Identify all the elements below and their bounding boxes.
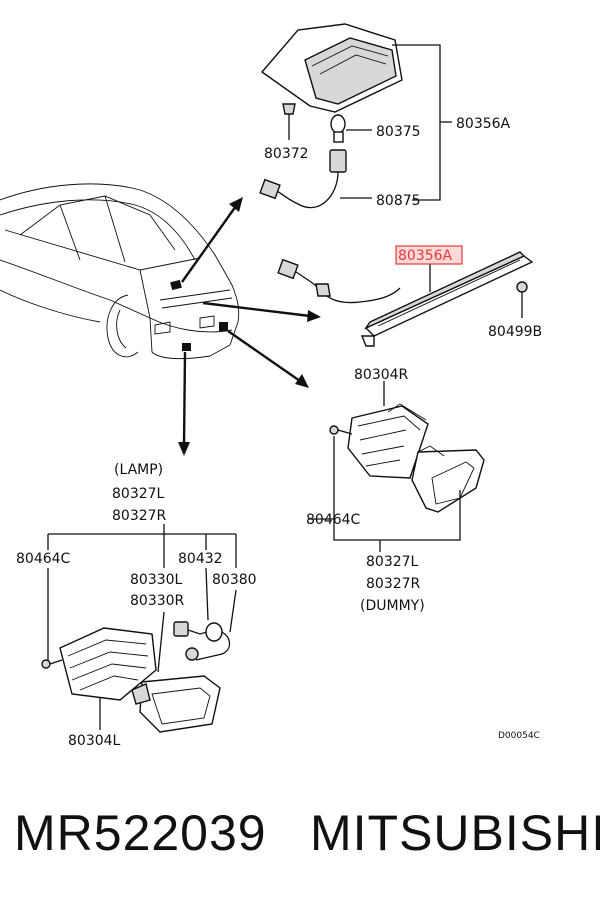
lamp-lens-dummy <box>411 445 485 513</box>
socket-80432 <box>173 621 215 637</box>
label-80356A-highlighted: 80356A <box>398 248 453 264</box>
screw-80464C-right <box>329 425 353 435</box>
car-rear-outline <box>0 183 240 360</box>
part-number: MR522039 <box>14 805 267 861</box>
socket-wiring-80875 <box>259 149 347 209</box>
footer: MR522039 MITSUBISHI <box>0 800 600 880</box>
label-80327L-right: 80327L <box>366 554 419 570</box>
brand-name: MITSUBISHI <box>310 805 600 861</box>
clip-80372 <box>282 103 296 140</box>
label-80327R: 80327R <box>112 508 167 524</box>
high-mount-stop-lamp-housing <box>260 23 403 113</box>
label-lamp: (LAMP) <box>114 462 163 478</box>
highmount-lamp-bar <box>277 251 534 347</box>
bulb-80380 <box>185 622 231 661</box>
label-80327R-right: 80327R <box>366 576 421 592</box>
label-80330R: 80330R <box>130 593 185 609</box>
bulb-80375 <box>330 114 346 143</box>
car-location-markers <box>170 279 228 351</box>
label-80304L: 80304L <box>68 733 121 749</box>
lamp-socket-80304L <box>59 627 157 701</box>
label-80372: 80372 <box>264 146 309 162</box>
location-arrows <box>178 197 321 456</box>
lamp-lens-80330 <box>131 675 221 733</box>
label-80330L: 80330L <box>130 572 183 588</box>
callout-lines-left <box>47 524 237 730</box>
label-80356A-top: 80356A <box>456 116 511 132</box>
label-80464C-left: 80464C <box>16 551 71 567</box>
label-80304R: 80304R <box>354 367 409 383</box>
callout-lines-top <box>340 44 452 201</box>
screw-80464C-left <box>41 659 63 669</box>
label-80875: 80875 <box>376 193 421 209</box>
label-80327L: 80327L <box>112 486 165 502</box>
diagram-code: D00054C <box>498 731 540 741</box>
label-80432: 80432 <box>178 551 223 567</box>
label-80499B: 80499B <box>488 324 542 340</box>
label-80464C-right: 80464C <box>306 512 361 528</box>
label-80375: 80375 <box>376 124 421 140</box>
label-80380: 80380 <box>212 572 257 588</box>
part-highlight-box <box>395 245 463 265</box>
lamp-socket-80304R <box>347 403 429 479</box>
screw-80499B <box>516 281 528 318</box>
callout-lines-right <box>308 381 461 552</box>
label-dummy: (DUMMY) <box>360 598 425 614</box>
